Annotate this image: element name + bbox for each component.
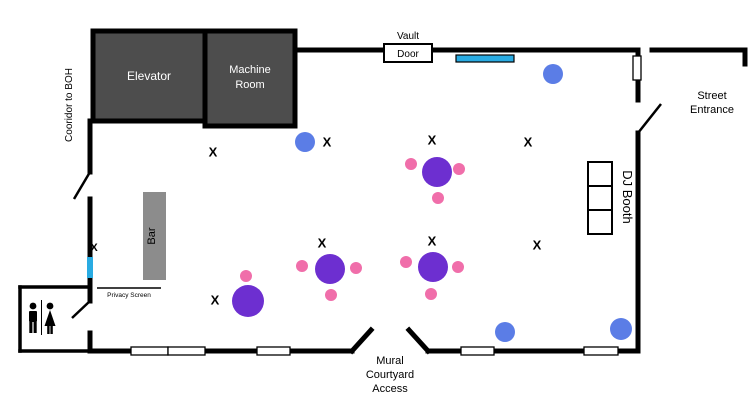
street-entrance-label-line1: Street: [697, 90, 726, 102]
teal-window: [455, 54, 515, 63]
dj-booth-table: [587, 185, 613, 211]
chair-marker: [400, 256, 412, 268]
machine-room-label-line1: Machine: [229, 64, 271, 76]
blue-dot-marker: [543, 64, 563, 84]
chair-marker: [325, 289, 337, 301]
blue-dot-marker: [295, 132, 315, 152]
table-marker: [315, 254, 345, 284]
street-entrance-label-line2: Entrance: [690, 104, 734, 116]
mural-label-line2: Courtyard: [366, 369, 414, 381]
vault-label: Vault: [397, 31, 419, 42]
street-door-swing: [637, 103, 662, 134]
chair-marker: [296, 260, 308, 272]
x-marker: X: [323, 135, 332, 150]
window: [632, 55, 642, 81]
chair-markers: [240, 158, 465, 301]
dj-booth-table: [587, 161, 613, 187]
window: [167, 346, 206, 356]
elevator-label: Elevator: [127, 69, 171, 83]
chair-marker: [432, 192, 444, 204]
blue-dot-markers: [295, 64, 632, 342]
machine-room-label-line2: Room: [235, 79, 264, 91]
chair-marker: [452, 261, 464, 273]
table-marker: [232, 285, 264, 317]
wall-vestibule: [649, 47, 748, 67]
x-marker: X: [524, 135, 533, 150]
elevator-room: [90, 28, 208, 124]
privacy-screen-label: Privacy Screen: [107, 292, 151, 299]
teal-screen-mark: [87, 257, 93, 278]
machine-room: [202, 28, 298, 129]
vault-door: [383, 43, 433, 63]
chair-marker: [240, 270, 252, 282]
vault-door-label: Door: [397, 49, 419, 60]
window: [256, 346, 291, 356]
x-marker: X: [318, 236, 327, 251]
restroom-icon: [29, 300, 56, 335]
bar-counter: [143, 192, 166, 280]
table-marker: [418, 252, 448, 282]
x-marker: X: [211, 293, 220, 308]
restroom-door-swing: [71, 300, 91, 319]
chair-marker: [350, 262, 362, 274]
table-markers: [232, 157, 452, 317]
window: [130, 346, 169, 356]
dj-booth-table: [587, 209, 613, 235]
bar-label: Bar: [146, 227, 158, 244]
corridor-door-swing: [72, 171, 92, 200]
wall-mural-right: [405, 326, 432, 355]
x-marker: X: [90, 242, 98, 254]
wall-mural-left: [348, 326, 375, 355]
x-marker: X: [209, 145, 218, 160]
corridor-label: Cooridor to BOH: [64, 68, 75, 142]
window: [583, 346, 619, 356]
mural-label-line1: Mural: [376, 355, 404, 367]
x-marker: X: [533, 238, 542, 253]
mural-label-line3: Access: [372, 383, 408, 395]
chair-marker: [405, 158, 417, 170]
table-marker: [422, 157, 452, 187]
x-markers: X X X X X X X X X: [90, 133, 541, 308]
blue-dot-marker: [610, 318, 632, 340]
x-marker: X: [428, 234, 437, 249]
dj-booth-label: DJ Booth: [620, 170, 635, 223]
chair-marker: [425, 288, 437, 300]
blue-dot-marker: [495, 322, 515, 342]
x-marker: X: [428, 133, 437, 148]
window: [460, 346, 495, 356]
chair-marker: [453, 163, 465, 175]
